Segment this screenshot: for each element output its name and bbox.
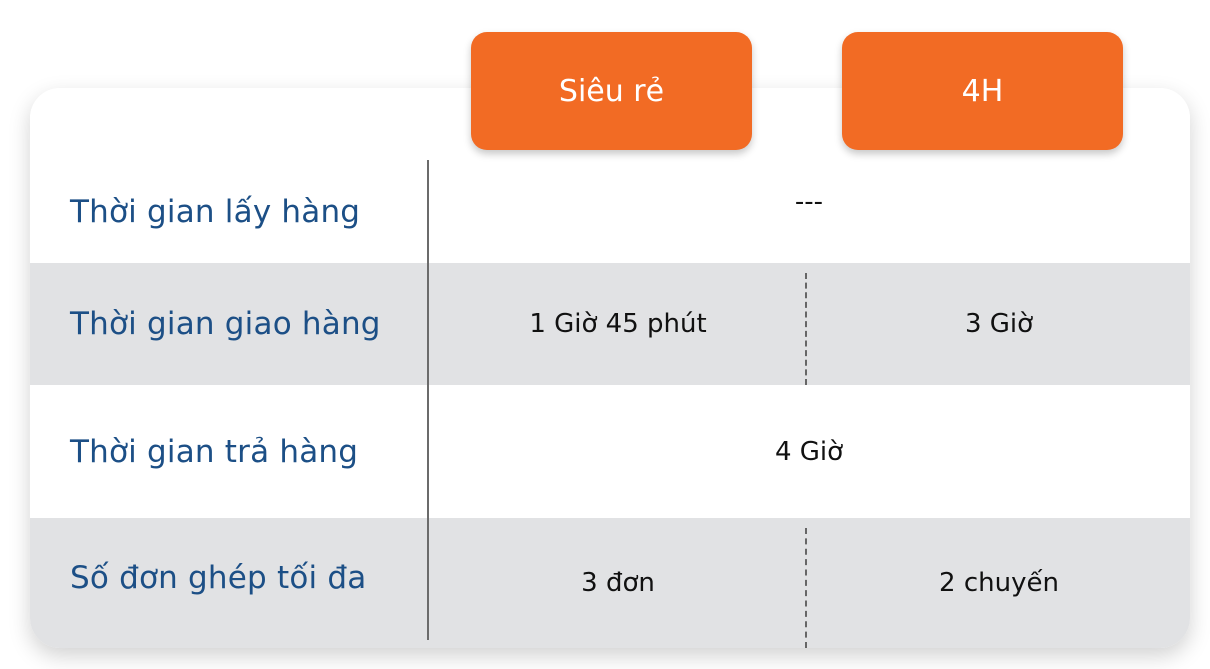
row-max-combined-orders: Số đơn ghép tối đa 3 đơn 2 chuyến: [30, 518, 1190, 648]
comparison-table: Thời gian lấy hàng --- Thời gian giao hà…: [30, 88, 1190, 648]
row-label-max-combined-orders: Số đơn ghép tối đa: [70, 560, 367, 596]
delivery-time-sieu-re: 1 Giờ 45 phút: [529, 309, 707, 339]
row-label-delivery-time: Thời gian giao hàng: [70, 306, 381, 342]
row-label-pickup-time: Thời gian lấy hàng: [70, 193, 361, 230]
pickup-time-value: ---: [794, 186, 824, 217]
delivery-time-dashed-divider: [805, 273, 807, 385]
max-orders-4h: 2 chuyến: [939, 568, 1059, 598]
max-orders-sieu-re: 3 đơn: [581, 568, 655, 598]
row-label-return-time: Thời gian trả hàng: [70, 433, 359, 470]
tab-sieu-re[interactable]: Siêu rẻ: [471, 32, 752, 150]
max-orders-dashed-divider: [805, 528, 807, 648]
label-column-divider: [427, 160, 429, 640]
delivery-time-4h: 3 Giờ: [964, 309, 1034, 339]
return-time-value: 4 Giờ: [774, 436, 844, 467]
row-delivery-time: Thời gian giao hàng 1 Giờ 45 phút 3 Giờ: [30, 263, 1190, 385]
tab-4h[interactable]: 4H: [842, 32, 1123, 150]
row-return-time: Thời gian trả hàng 4 Giờ: [30, 385, 1190, 518]
